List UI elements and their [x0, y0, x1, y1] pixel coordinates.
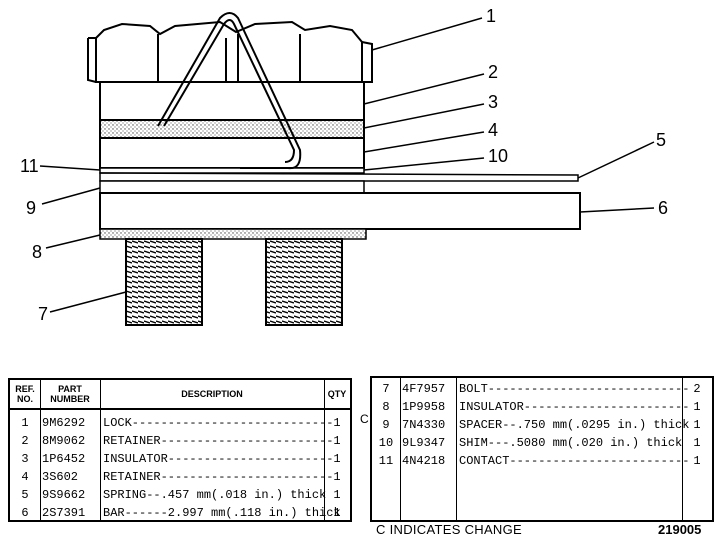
description: LOCK----------------------------	[103, 416, 334, 430]
change-indicator: C	[360, 412, 369, 426]
quantity: 1	[333, 488, 341, 502]
spring-part	[99, 172, 579, 182]
description: BAR------2.997 mm(.118 in.) thick	[103, 506, 341, 520]
ref-number: 9	[382, 418, 390, 432]
spacer-part	[99, 180, 365, 194]
callout-3: 3	[488, 92, 498, 112]
callout-8: 8	[32, 242, 42, 262]
part-number: 1P6452	[42, 452, 86, 466]
ref-number: 4	[21, 470, 29, 484]
description: SHIM---.5080 mm(.020 in.) thick	[459, 436, 683, 450]
drawing-number: 219005	[658, 522, 702, 537]
header-description: DESCRIPTION	[100, 380, 324, 410]
part-number: 4N4218	[402, 454, 446, 468]
ref-number: 11	[378, 454, 394, 468]
callout-4: 4	[488, 120, 498, 140]
callout-9: 9	[26, 198, 36, 218]
table-row: 8 1P9958 INSULATOR-----------------------1	[372, 398, 712, 416]
quantity: 1	[693, 400, 701, 414]
quantity: 1	[333, 416, 341, 430]
ref-number: 1	[21, 416, 29, 430]
table-row: 7 4F7957 BOLT----------------------------2	[372, 380, 712, 398]
lock-part	[87, 20, 373, 83]
table-row: 3 1P6452 INSULATOR-----------------------1	[10, 450, 350, 468]
insulator-part	[99, 119, 365, 139]
lock-clip	[157, 12, 302, 170]
description: CONTACT-------------------------	[459, 454, 690, 468]
ref-number: 5	[21, 488, 29, 502]
header-ref: REF. NO.	[10, 380, 40, 410]
description: INSULATOR-----------------------	[459, 400, 690, 414]
callout-7: 7	[38, 304, 48, 324]
callout-10: 10	[488, 146, 508, 166]
callout-2: 2	[488, 62, 498, 82]
part-number: 9S9662	[42, 488, 86, 502]
part-number: 2S7391	[42, 506, 86, 520]
parts-table-right: 7 4F7957 BOLT----------------------------2…	[370, 376, 714, 522]
bar-part	[99, 192, 581, 230]
table-row: 6 2S7391 BAR------2.997 mm(.118 in.) thick…	[10, 504, 350, 522]
ref-number: 2	[21, 434, 29, 448]
table-row: 4 3S602 RETAINER------------------------1	[10, 468, 350, 486]
parts-table-left: REF. NO. PART NUMBER DESCRIPTION QTY 1 9M…	[8, 378, 352, 522]
table-row: 2 8M9062 RETAINER------------------------1	[10, 432, 350, 450]
quantity: 1	[693, 436, 701, 450]
description: BOLT----------------------------	[459, 382, 690, 396]
change-note: C INDICATES CHANGE	[376, 522, 523, 537]
part-number: 9M6292	[42, 416, 86, 430]
part-number: 3S602	[42, 470, 79, 484]
header-part-number: PART NUMBER	[40, 380, 100, 410]
description: SPRING--.457 mm(.018 in.) thick	[103, 488, 327, 502]
lower-insulator-part	[99, 228, 367, 240]
assembly-drawing: 1 2 3 4 10 5 6 11 9 8 7	[20, 6, 668, 326]
part-number: 8M9062	[42, 434, 86, 448]
callout-11: 11	[20, 156, 39, 176]
quantity: 1	[333, 506, 341, 520]
ref-number: 8	[382, 400, 390, 414]
ref-number: 10	[378, 436, 394, 450]
retainer-part	[99, 81, 365, 121]
callout-6: 6	[658, 198, 668, 218]
description: INSULATOR-----------------------	[103, 452, 334, 466]
quantity: 1	[693, 418, 701, 432]
table-row: 5 9S9662 SPRING--.457 mm(.018 in.) thick 1	[10, 486, 350, 504]
part-number: 4F7957	[402, 382, 446, 396]
quantity: 1	[333, 452, 341, 466]
description: RETAINER------------------------	[103, 470, 334, 484]
retainer-lower-part	[99, 137, 365, 169]
description: RETAINER------------------------	[103, 434, 334, 448]
table-row: 10 9L9347 SHIM---.5080 mm(.020 in.) thick 1	[372, 434, 712, 452]
shim-part	[99, 167, 365, 174]
header-qty: QTY	[324, 380, 350, 410]
part-number: 7N4330	[402, 418, 446, 432]
part-number: 9L9347	[402, 436, 446, 450]
quantity: 2	[693, 382, 701, 396]
quantity: 1	[333, 434, 341, 448]
callout-5: 5	[656, 130, 666, 150]
leader-lines	[39, 17, 655, 313]
ref-number: 7	[382, 382, 390, 396]
bolt-part	[125, 238, 343, 326]
ref-number: 6	[21, 506, 29, 520]
callout-1: 1	[486, 6, 496, 26]
part-number: 1P9958	[402, 400, 446, 414]
ref-number: 3	[21, 452, 29, 466]
description: SPACER--.750 mm(.0295 in.) thick	[459, 418, 690, 432]
quantity: 1	[693, 454, 701, 468]
table-row: 11 4N4218 CONTACT-------------------------…	[372, 452, 712, 470]
quantity: 1	[333, 470, 341, 484]
